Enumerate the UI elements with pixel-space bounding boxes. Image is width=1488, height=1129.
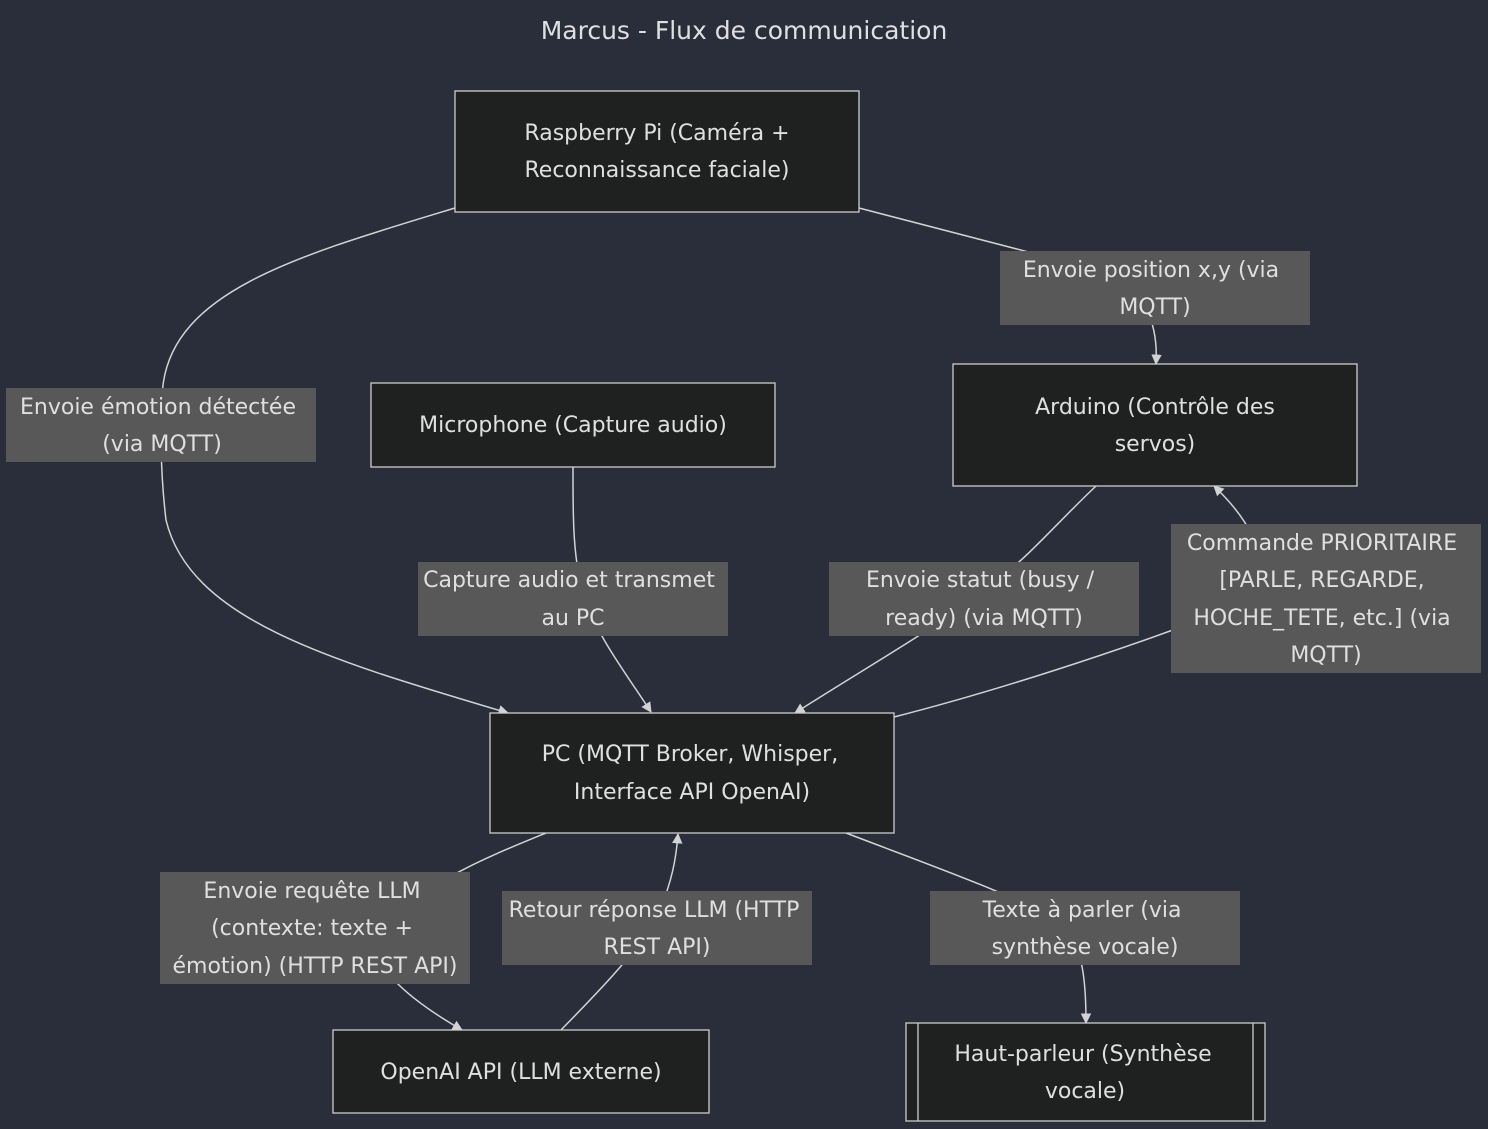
edge-label-arduino-pc-line-1: Envoie statut (busy /	[866, 568, 1095, 593]
node-raspberry[interactable]: Raspberry Pi (Caméra + Reconnaissance fa…	[454, 90, 860, 213]
edge-label-mic-pc-line-2: au PC	[541, 606, 604, 631]
node-arduino-line-2: servos)	[1115, 432, 1196, 457]
edge-label-arduino-pc: Envoie statut (busy / ready) (via MQTT)	[829, 562, 1139, 636]
edge-label-pc-arduino-line-1: Commande PRIORITAIRE	[1187, 531, 1457, 556]
edge-label-rpi-arduino: Envoie position x,y (via MQTT)	[1000, 251, 1310, 325]
edge-label-pc-speaker-line-1: Texte à parler (via	[982, 898, 1182, 923]
edge-label-rpi-arduino-line-2: MQTT)	[1119, 295, 1190, 320]
edge-label-arduino-pc-line-2: ready) (via MQTT)	[885, 606, 1083, 631]
edge-label-rpi-pc: Envoie émotion détectée (via MQTT)	[6, 388, 316, 462]
node-pc-line-1: PC (MQTT Broker, Whisper,	[542, 742, 838, 767]
edge-label-pc-arduino: Commande PRIORITAIRE [PARLE, REGARDE, HO…	[1171, 524, 1481, 673]
edge-label-pc-openai-line-3: émotion) (HTTP REST API)	[173, 954, 458, 979]
edge-label-openai-pc: Retour réponse LLM (HTTP REST API)	[502, 891, 812, 965]
node-raspberry-line-2: Reconnaissance faciale)	[525, 158, 790, 183]
edge-label-pc-openai-line-2: (contexte: texte +	[211, 916, 413, 941]
node-microphone[interactable]: Microphone (Capture audio)	[370, 382, 776, 468]
node-microphone-line-1: Microphone (Capture audio)	[419, 413, 727, 438]
node-pc-line-2: Interface API OpenAI)	[574, 780, 810, 805]
edge-label-pc-speaker-line-2: synthèse vocale)	[992, 935, 1179, 960]
edge-label-rpi-pc-line-2: (via MQTT)	[102, 432, 222, 457]
node-speaker-line-2: vocale)	[1045, 1079, 1125, 1104]
edge-label-mic-pc-line-1: Capture audio et transmet	[423, 568, 715, 593]
node-openai-line-1: OpenAI API (LLM externe)	[380, 1060, 661, 1085]
edge-label-openai-pc-line-2: REST API)	[604, 935, 711, 960]
edge-label-pc-speaker: Texte à parler (via synthèse vocale)	[930, 891, 1240, 965]
node-arduino[interactable]: Arduino (Contrôle des servos)	[952, 363, 1358, 487]
node-speaker[interactable]: Haut-parleur (Synthèse vocale)	[905, 1022, 1266, 1122]
edge-label-rpi-arduino-line-1: Envoie position x,y (via	[1023, 258, 1279, 283]
edge-label-rpi-pc-line-1: Envoie émotion détectée	[20, 395, 296, 420]
edge-label-pc-arduino-line-3: HOCHE_TETE, etc.] (via	[1193, 606, 1450, 631]
edge-label-pc-arduino-line-4: MQTT)	[1290, 643, 1361, 668]
node-raspberry-line-1: Raspberry Pi (Caméra +	[524, 121, 789, 146]
edge-label-mic-pc: Capture audio et transmet au PC	[418, 562, 728, 636]
node-pc[interactable]: PC (MQTT Broker, Whisper, Interface API …	[489, 712, 895, 834]
edge-label-openai-pc-line-1: Retour réponse LLM (HTTP	[509, 898, 800, 923]
node-arduino-line-1: Arduino (Contrôle des	[1035, 395, 1275, 420]
node-openai[interactable]: OpenAI API (LLM externe)	[332, 1029, 710, 1114]
diagram-title: Marcus - Flux de communication	[541, 16, 948, 45]
edge-label-pc-openai-line-1: Envoie requête LLM	[203, 879, 420, 904]
node-speaker-line-1: Haut-parleur (Synthèse	[954, 1042, 1211, 1067]
edge-label-pc-openai: Envoie requête LLM (contexte: texte + ém…	[160, 872, 470, 984]
edge-label-pc-arduino-line-2: [PARLE, REGARDE,	[1219, 568, 1424, 593]
